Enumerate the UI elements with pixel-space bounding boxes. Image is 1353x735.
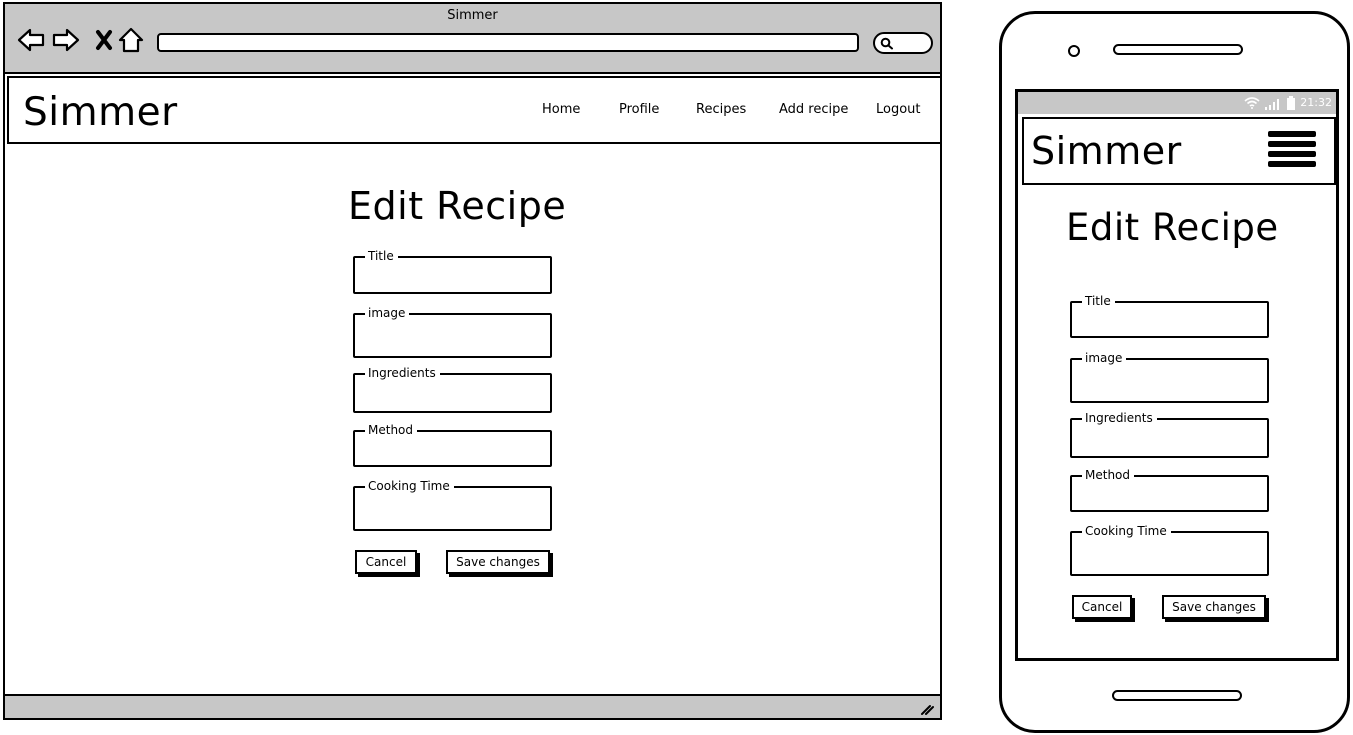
phone-screen: 21:32 Simmer Edit Recipe Title image Ing… [1015,89,1339,661]
status-clock: 21:32 [1300,96,1332,109]
mobile-cancel-button[interactable]: Cancel [1072,595,1132,619]
ingredients-field[interactable]: Ingredients [353,366,552,413]
cancel-button[interactable]: Cancel [355,550,417,574]
method-field-label: Method [365,423,418,437]
site-header: Simmer Home Profile Recipes Add recipe L… [7,76,942,144]
browser-window: Simmer Simmer Home Profile Recipes Add r… [3,2,942,720]
browser-status-bar [5,694,940,718]
mobile-title-field-label: Title [1082,294,1115,308]
hamburger-menu-icon[interactable] [1268,131,1316,167]
resize-grip-icon[interactable] [920,703,934,715]
home-button[interactable] [1112,690,1242,701]
phone-status-bar: 21:32 [1018,92,1336,114]
forward-arrow-icon[interactable] [52,26,80,54]
url-bar[interactable] [157,33,859,52]
close-x-icon[interactable] [90,26,118,54]
mobile-site-logo[interactable]: Simmer [1031,129,1182,173]
page-title: Edit Recipe [348,184,567,228]
site-logo[interactable]: Simmer [23,90,178,135]
mobile-page-title: Edit Recipe [1066,206,1279,249]
nav-link-recipes[interactable]: Recipes [696,102,747,117]
cooking-time-field-label: Cooking Time [365,479,454,493]
magnifier-icon [880,37,893,50]
browser-search-button[interactable] [873,32,933,54]
nav-link-add-recipe[interactable]: Add recipe [779,102,849,117]
wifi-icon [1244,97,1260,109]
nav-link-profile[interactable]: Profile [619,102,660,117]
mobile-method-field-label: Method [1082,468,1135,482]
save-changes-button[interactable]: Save changes [446,550,550,574]
phone-frame: 21:32 Simmer Edit Recipe Title image Ing… [999,11,1350,733]
title-field[interactable]: Title [353,249,552,294]
cooking-time-field[interactable]: Cooking Time [353,479,552,531]
nav-link-logout[interactable]: Logout [876,102,921,117]
mobile-image-field[interactable]: image [1070,351,1269,403]
home-icon[interactable] [117,26,145,54]
mobile-image-field-label: image [1082,351,1127,365]
ingredients-field-label: Ingredients [365,366,440,380]
image-field-label: image [365,306,410,320]
mobile-save-changes-button[interactable]: Save changes [1162,595,1266,619]
camera-icon [1068,45,1080,57]
title-field-label: Title [365,249,398,263]
method-field[interactable]: Method [353,423,552,467]
mobile-ingredients-field[interactable]: Ingredients [1070,411,1269,458]
battery-icon [1287,96,1295,110]
window-title: Simmer [447,8,498,23]
mobile-title-field[interactable]: Title [1070,294,1269,338]
signal-icon [1265,99,1279,110]
mobile-cooking-time-field-label: Cooking Time [1082,524,1171,538]
speaker-grille [1113,44,1243,55]
mobile-header: Simmer [1022,117,1336,185]
back-arrow-icon[interactable] [17,26,45,54]
mobile-cooking-time-field[interactable]: Cooking Time [1070,524,1269,576]
mobile-method-field[interactable]: Method [1070,468,1269,512]
nav-link-home[interactable]: Home [542,102,581,117]
browser-chrome: Simmer [5,4,940,74]
image-field[interactable]: image [353,306,552,358]
mobile-ingredients-field-label: Ingredients [1082,411,1157,425]
